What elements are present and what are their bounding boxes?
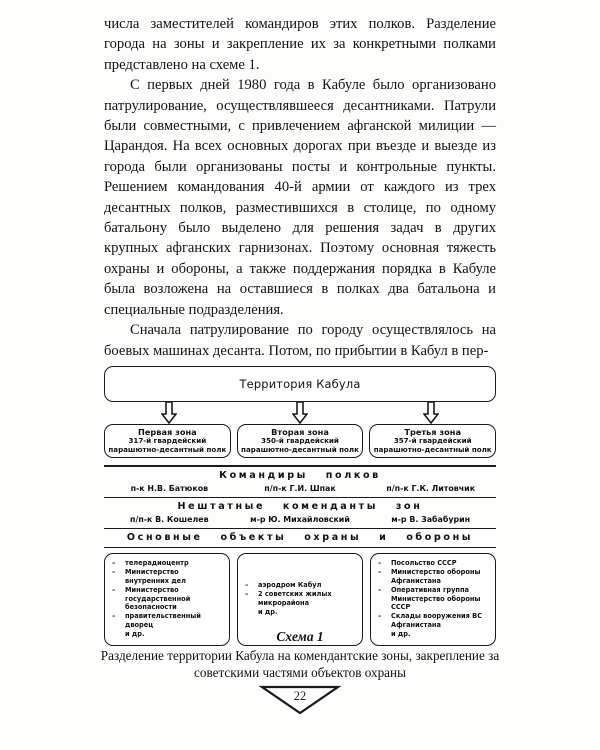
divider-above-objects bbox=[104, 528, 496, 529]
commanders-band: Командиры полков п-к Н.В. Батюков п/п-к … bbox=[104, 467, 496, 497]
zone-regiment-line1: 350-й гвардейский bbox=[261, 436, 339, 446]
zone-row: Первая зона 317-й гвардейский парашютно-… bbox=[104, 424, 497, 458]
figure-caption-title: Схема 1 bbox=[276, 629, 324, 644]
zone-box-3: Третья зона 357-й гвардейский парашютно-… bbox=[369, 424, 497, 458]
zone-regiment-line2: парашютно-десантный полк bbox=[108, 445, 227, 454]
zone-box-1: Первая зона 317-й гвардейский парашютно-… bbox=[104, 424, 231, 458]
arrow-down-zone-3 bbox=[423, 402, 439, 424]
objects-band: Основные объекты охраны и обороны bbox=[104, 529, 496, 547]
object-item-label: 2 советских жилых микрорайона bbox=[258, 590, 332, 607]
paragraph-3: Сначала патрулирование по городу осущест… bbox=[104, 322, 496, 359]
zone-box-2: Вторая зона 350-й гвардейский парашютно-… bbox=[236, 424, 364, 458]
zone-name: Первая зона bbox=[138, 427, 197, 438]
commandants-band: Нештатные коменданты зон п/п-к В. Кошеле… bbox=[104, 498, 496, 528]
arrow-down-zone-1 bbox=[161, 402, 177, 424]
dash-bullet-icon: – bbox=[245, 581, 249, 590]
object-item-label: правительственный дворец bbox=[125, 612, 201, 629]
object-item: –Министерство государственной безопаснос… bbox=[110, 586, 225, 611]
object-item: –Министерство обороны Афганистана bbox=[376, 568, 491, 585]
dash-bullet-icon: – bbox=[112, 568, 116, 577]
object-etc: и др. bbox=[391, 630, 411, 639]
zone-regiment-line2: парашютно-десантный полк bbox=[373, 445, 492, 454]
commanders-name-row: п-к Н.В. Батюков п/п-к Г.И. Шпак п/п-к Г… bbox=[104, 483, 496, 494]
object-item: –Министерство внутренних дел bbox=[110, 568, 225, 585]
object-item: – Посольство СССР bbox=[376, 559, 491, 567]
objects-list-3: –Посольство СССР –Министерство обороны А… bbox=[376, 559, 491, 640]
triangle-ornament-icon bbox=[258, 685, 342, 715]
schema-root-label: Территория Кабула bbox=[239, 377, 361, 391]
object-item: –2 советских жилых микрорайона bbox=[243, 590, 358, 607]
arrow-row bbox=[104, 402, 496, 424]
zone-name: Вторая зона bbox=[271, 427, 329, 438]
object-etc: и др. bbox=[258, 608, 278, 617]
dash-bullet-icon: – bbox=[112, 612, 116, 621]
commandant-name-2: м-р Ю. Михайловский bbox=[250, 515, 350, 524]
schema-diagram: Территория Кабула Первая зона 317-й гвар… bbox=[104, 366, 497, 646]
page-footer: 22 bbox=[0, 684, 600, 728]
divider-below-objects-title bbox=[104, 547, 496, 548]
object-item-label: Министерство государственной безопасност… bbox=[125, 586, 191, 612]
commandants-band-title: Нештатные коменданты зон bbox=[177, 501, 423, 512]
body-text: числа заместителей командиров этих полко… bbox=[104, 14, 496, 361]
object-item-label: Министерство обороны Афганистана bbox=[391, 568, 481, 585]
arrow-down-zone-2 bbox=[292, 402, 308, 424]
paragraph-2: С первых дней 1980 года в Кабуле было ор… bbox=[104, 77, 496, 318]
schema-root-box: Территория Кабула bbox=[104, 366, 496, 402]
dash-bullet-icon: – bbox=[112, 559, 116, 567]
commandants-name-row: п/п-к В. Кошелев м-р Ю. Михайловский м-р… bbox=[104, 514, 496, 525]
commandant-name-1: п/п-к В. Кошелев bbox=[130, 515, 209, 524]
object-etc: и др. bbox=[125, 630, 145, 639]
objects-row: –телерадиоцентр –Министерство внутренних… bbox=[104, 553, 496, 646]
object-item-label: Оперативная группа Министерство обороны … bbox=[391, 586, 481, 612]
dash-bullet-icon: – bbox=[378, 559, 382, 567]
paragraph-1: числа заместителей командиров этих полко… bbox=[104, 16, 496, 73]
object-item: –Склады вооружения ВС Афганистана bbox=[376, 612, 491, 629]
object-item-label: Склады вооружения ВС Афганистана bbox=[391, 612, 483, 629]
objects-box-3: –Посольство СССР –Министерство обороны А… bbox=[370, 553, 496, 646]
commander-name-2: п/п-к Г.И. Шпак bbox=[264, 484, 336, 493]
divider-above-commandants bbox=[104, 497, 496, 498]
dash-bullet-icon: – bbox=[112, 586, 116, 595]
objects-list-2: –аэродром Кабул –2 советских жилых микро… bbox=[243, 581, 358, 618]
dash-bullet-icon: – bbox=[378, 568, 382, 577]
dash-bullet-icon: – bbox=[378, 586, 382, 595]
dash-bullet-icon: – bbox=[245, 590, 249, 599]
object-item: –Оперативная группа Министерство обороны… bbox=[376, 586, 491, 611]
dash-bullet-icon: – bbox=[378, 612, 382, 621]
zone-regiment-line2: парашютно-десантный полк bbox=[241, 445, 359, 454]
commander-name-3: п/п-к Г.К. Литовчик bbox=[386, 484, 476, 493]
commandant-name-3: м-р В. Забабурин bbox=[391, 515, 471, 524]
figure-caption: Схема 1 Разделение территории Кабула на … bbox=[70, 628, 530, 682]
objects-box-2: –аэродром Кабул –2 советских жилых микро… bbox=[237, 553, 363, 646]
object-item-label: аэродром Кабул bbox=[258, 581, 322, 590]
object-item: –правительственный дворец bbox=[110, 612, 225, 629]
zone-name: Третья зона bbox=[404, 427, 461, 438]
object-item-label: Посольство СССР bbox=[391, 559, 457, 567]
zone-regiment-line1: 357-й гвардейский bbox=[393, 436, 472, 446]
object-item-label: Министерство внутренних дел bbox=[125, 568, 186, 585]
commander-name-1: п-к Н.В. Батюков bbox=[130, 484, 209, 493]
objects-box-1: –телерадиоцентр –Министерство внутренних… bbox=[104, 553, 230, 646]
figure-caption-text: Разделение территории Кабула на комендан… bbox=[100, 648, 500, 681]
page-number: 22 bbox=[293, 689, 307, 703]
object-item-label: телерадиоцентр bbox=[125, 559, 189, 567]
object-item: – телерадиоцентр bbox=[110, 559, 225, 567]
zone-regiment-line1: 317-й гвардейский bbox=[128, 436, 207, 446]
objects-band-title: Основные объекты охраны и обороны bbox=[126, 532, 474, 543]
commanders-band-title: Командиры полков bbox=[219, 470, 381, 481]
objects-list-1: –телерадиоцентр –Министерство внутренних… bbox=[110, 559, 225, 640]
object-item: –аэродром Кабул bbox=[243, 581, 358, 589]
divider-above-commanders bbox=[104, 465, 496, 467]
